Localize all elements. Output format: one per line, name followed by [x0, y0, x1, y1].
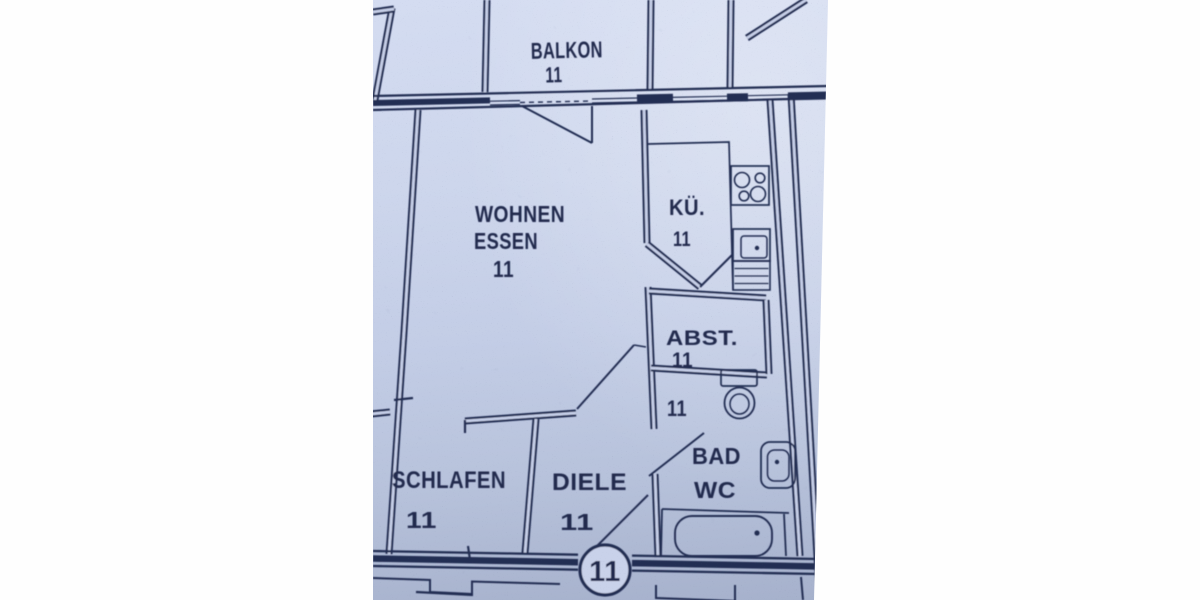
floorplan-svg: 11 BALKON 11 WOHNEN ESSEN 11 KÜ. 11 AB [373, 0, 828, 600]
photo-blotch-overlay [373, 0, 828, 600]
floorplan-photo: 11 BALKON 11 WOHNEN ESSEN 11 KÜ. 11 AB [373, 0, 828, 600]
